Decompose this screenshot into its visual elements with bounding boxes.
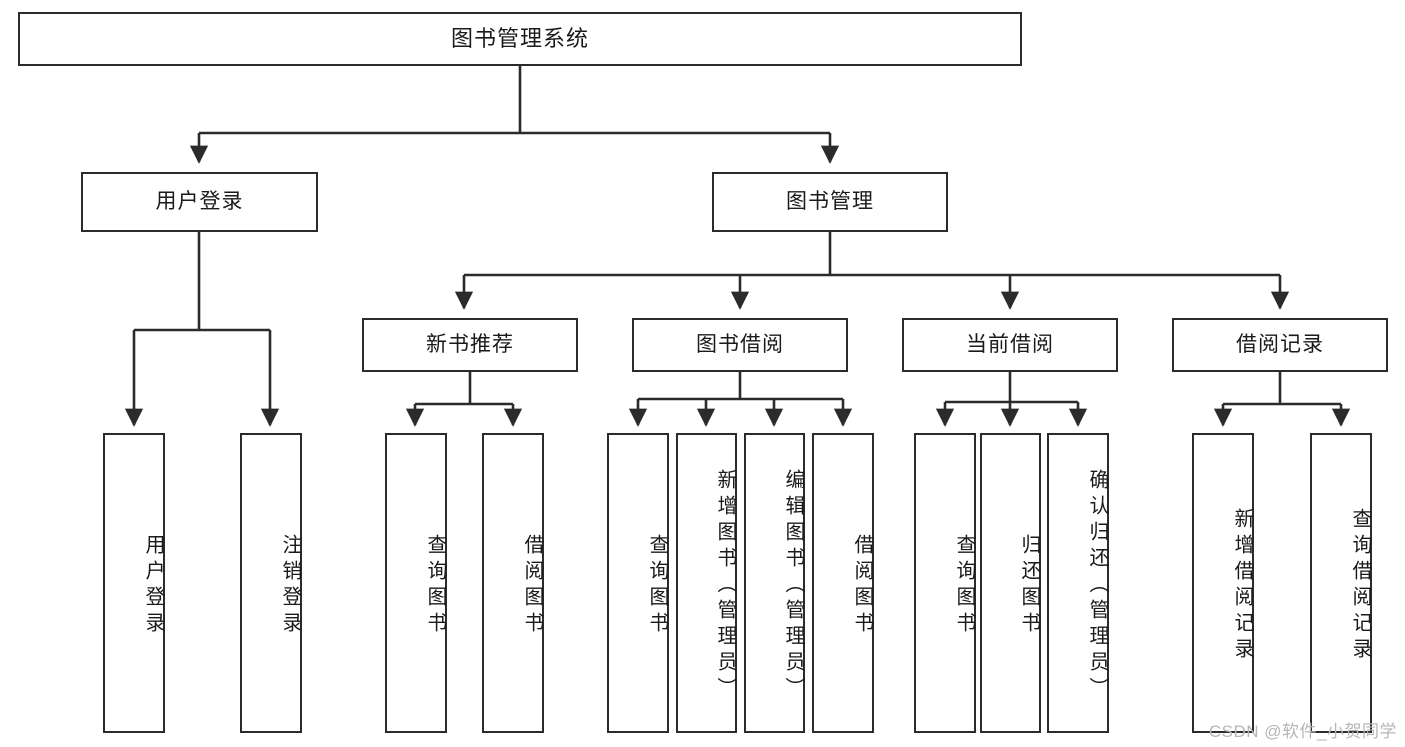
- node-user-login[interactable]: 用户登录: [81, 172, 318, 232]
- leaf-query-book-3-label: 查询图书: [953, 534, 975, 638]
- leaf-query-book-3[interactable]: 查询图书: [914, 433, 976, 733]
- csdn-watermark: CSDN @软件_小贺同学: [1208, 722, 1397, 741]
- leaf-query-book-1[interactable]: 查询图书: [385, 433, 447, 733]
- leaf-user-logout-label: 注销登录: [279, 534, 301, 638]
- leaf-add-record[interactable]: 新增借阅记录: [1192, 433, 1254, 733]
- node-current-borrow[interactable]: 当前借阅: [902, 318, 1118, 372]
- leaf-query-book-2-label: 查询图书: [646, 534, 668, 638]
- node-borrow-record[interactable]: 借阅记录: [1172, 318, 1388, 372]
- leaf-borrow-book-1-label: 借阅图书: [521, 534, 543, 638]
- leaf-user-logout[interactable]: 注销登录: [240, 433, 302, 733]
- node-new-book-recommend[interactable]: 新书推荐: [362, 318, 578, 372]
- leaf-add-record-label: 新增借阅记录: [1231, 508, 1253, 664]
- leaf-query-record[interactable]: 查询借阅记录: [1310, 433, 1372, 733]
- leaf-confirm-return[interactable]: 确认归还（管理员）: [1047, 433, 1109, 733]
- node-current-borrow-label: 当前借阅: [966, 332, 1054, 356]
- leaf-borrow-book-1[interactable]: 借阅图书: [482, 433, 544, 733]
- leaf-confirm-return-label: 确认归还（管理员）: [1086, 469, 1108, 703]
- leaf-user-login-label: 用户登录: [142, 534, 164, 638]
- node-book-manage-label: 图书管理: [786, 189, 874, 213]
- leaf-query-book-1-label: 查询图书: [424, 534, 446, 638]
- node-book-borrow-label: 图书借阅: [696, 332, 784, 356]
- leaf-borrow-book-2[interactable]: 借阅图书: [812, 433, 874, 733]
- leaf-query-record-label: 查询借阅记录: [1349, 508, 1371, 664]
- leaf-add-book[interactable]: 新增图书（管理员）: [676, 433, 737, 733]
- leaf-add-book-label: 新增图书（管理员）: [714, 469, 736, 703]
- node-new-book-recommend-label: 新书推荐: [426, 332, 514, 356]
- node-user-login-label: 用户登录: [155, 189, 244, 213]
- leaf-edit-book-label: 编辑图书（管理员）: [782, 469, 804, 703]
- leaf-user-login[interactable]: 用户登录: [103, 433, 165, 733]
- leaf-query-book-2[interactable]: 查询图书: [607, 433, 669, 733]
- node-root-label: 图书管理系统: [450, 26, 589, 52]
- leaf-borrow-book-2-label: 借阅图书: [851, 534, 873, 638]
- node-borrow-record-label: 借阅记录: [1236, 332, 1324, 356]
- node-book-borrow[interactable]: 图书借阅: [632, 318, 848, 372]
- leaf-edit-book[interactable]: 编辑图书（管理员）: [744, 433, 805, 733]
- node-root[interactable]: 图书管理系统: [18, 12, 1022, 66]
- leaf-return-book-label: 归还图书: [1018, 534, 1040, 638]
- node-book-manage[interactable]: 图书管理: [712, 172, 948, 232]
- leaf-return-book[interactable]: 归还图书: [980, 433, 1041, 733]
